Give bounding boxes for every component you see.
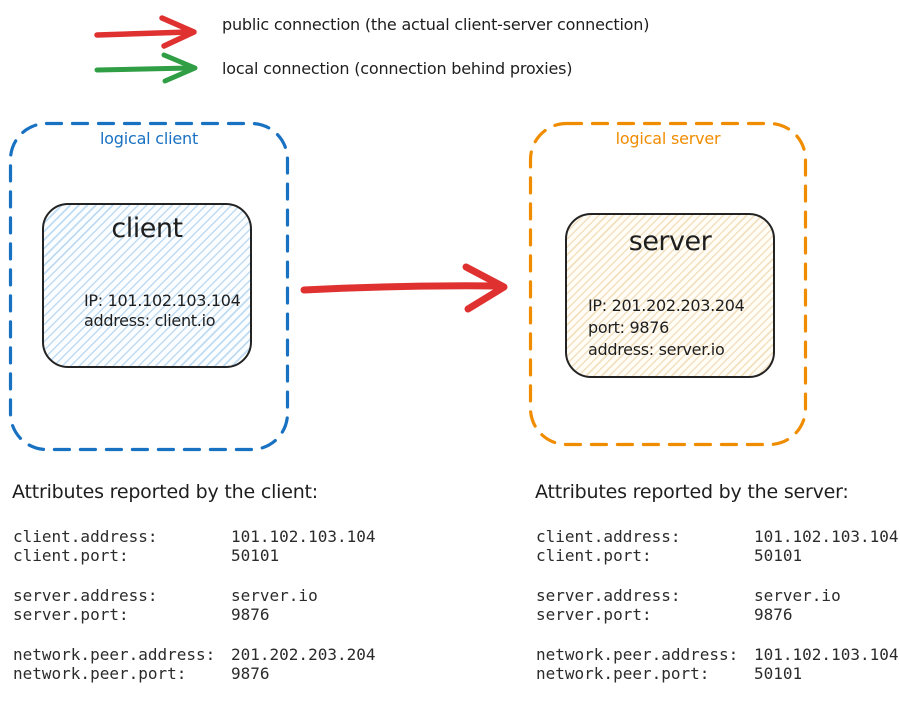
client-node: client IP: 101.102.103.104 address: clie…	[42, 203, 252, 368]
attr-row: server.port: 9876	[536, 605, 899, 624]
logical-server-label: logical server	[615, 129, 721, 148]
attr-key: server.address:	[536, 586, 681, 605]
legend-local-connection-label: local connection (connection behind prox…	[222, 59, 573, 78]
attr-value: 201.202.203.204	[231, 645, 376, 664]
attr-group-server: server.address: server.io server.port: 9…	[13, 586, 376, 624]
logical-server-boundary	[528, 121, 808, 447]
attr-row: client.address: 101.102.103.104	[13, 527, 376, 546]
attr-group-network-peer: network.peer.address: 101.102.103.104 ne…	[536, 645, 899, 683]
attr-row: client.port: 50101	[13, 546, 376, 565]
attr-value: 101.102.103.104	[754, 527, 899, 546]
legend-public-connection-label: public connection (the actual client-ser…	[222, 15, 650, 34]
server-address-line: address: server.io	[588, 340, 725, 359]
client-attributes-heading: Attributes reported by the client:	[12, 481, 319, 503]
server-ip-line: IP: 201.202.203.204	[588, 296, 745, 315]
attr-row: network.peer.port: 50101	[536, 664, 899, 683]
attr-row: network.peer.address: 101.102.103.104	[536, 645, 899, 664]
client-node-details: IP: 101.102.103.104 address: client.io	[84, 291, 241, 331]
server-node-title: server	[628, 226, 712, 257]
attr-value: 50101	[754, 546, 803, 565]
attr-value: 50101	[231, 546, 280, 565]
attr-key: server.port:	[13, 605, 129, 624]
attr-row: server.address: server.io	[13, 586, 376, 605]
attr-value: 9876	[231, 664, 270, 683]
attr-row: client.address: 101.102.103.104	[536, 527, 899, 546]
attr-key: client.port:	[536, 546, 652, 565]
client-address-line: address: client.io	[84, 311, 216, 330]
attr-key: server.port:	[536, 605, 652, 624]
attr-group-network-peer: network.peer.address: 201.202.203.204 ne…	[13, 645, 376, 683]
attr-row: server.address: server.io	[536, 586, 899, 605]
client-attributes-list: client.address: 101.102.103.104 client.p…	[13, 527, 376, 704]
client-to-server-arrow-icon	[300, 263, 508, 313]
attr-key: client.address:	[536, 527, 681, 546]
attr-value: 101.102.103.104	[754, 645, 899, 664]
server-attributes-list: client.address: 101.102.103.104 client.p…	[536, 527, 899, 704]
attr-row: server.port: 9876	[13, 605, 376, 624]
public-connection-arrow-icon	[94, 15, 197, 49]
server-node-details: IP: 201.202.203.204 port: 9876 address: …	[588, 295, 745, 361]
attr-key: client.port:	[13, 546, 129, 565]
client-ip-line: IP: 101.102.103.104	[84, 291, 241, 310]
attr-group-client: client.address: 101.102.103.104 client.p…	[536, 527, 899, 565]
logical-client-boundary	[8, 121, 290, 452]
attr-row: client.port: 50101	[536, 546, 899, 565]
attr-value: 50101	[754, 664, 803, 683]
attr-key: network.peer.port:	[536, 664, 710, 683]
attr-key: server.address:	[13, 586, 158, 605]
server-attributes-heading: Attributes reported by the server:	[535, 481, 849, 503]
local-connection-arrow-icon	[94, 52, 198, 84]
attr-key: network.peer.port:	[13, 664, 187, 683]
server-node: server IP: 201.202.203.204 port: 9876 ad…	[565, 213, 775, 378]
logical-client-label: logical client	[99, 129, 199, 148]
attr-value: server.io	[231, 586, 318, 605]
attr-row: network.peer.port: 9876	[13, 664, 376, 683]
attr-key: network.peer.address:	[13, 645, 216, 664]
client-node-title: client	[111, 213, 183, 244]
server-port-line: port: 9876	[588, 318, 669, 337]
attr-value: server.io	[754, 586, 841, 605]
attr-value: 9876	[231, 605, 270, 624]
attr-group-server: server.address: server.io server.port: 9…	[536, 586, 899, 624]
attr-row: network.peer.address: 201.202.203.204	[13, 645, 376, 664]
attr-group-client: client.address: 101.102.103.104 client.p…	[13, 527, 376, 565]
attr-key: client.address:	[13, 527, 158, 546]
attr-key: network.peer.address:	[536, 645, 739, 664]
attr-value: 101.102.103.104	[231, 527, 376, 546]
attr-value: 9876	[754, 605, 793, 624]
